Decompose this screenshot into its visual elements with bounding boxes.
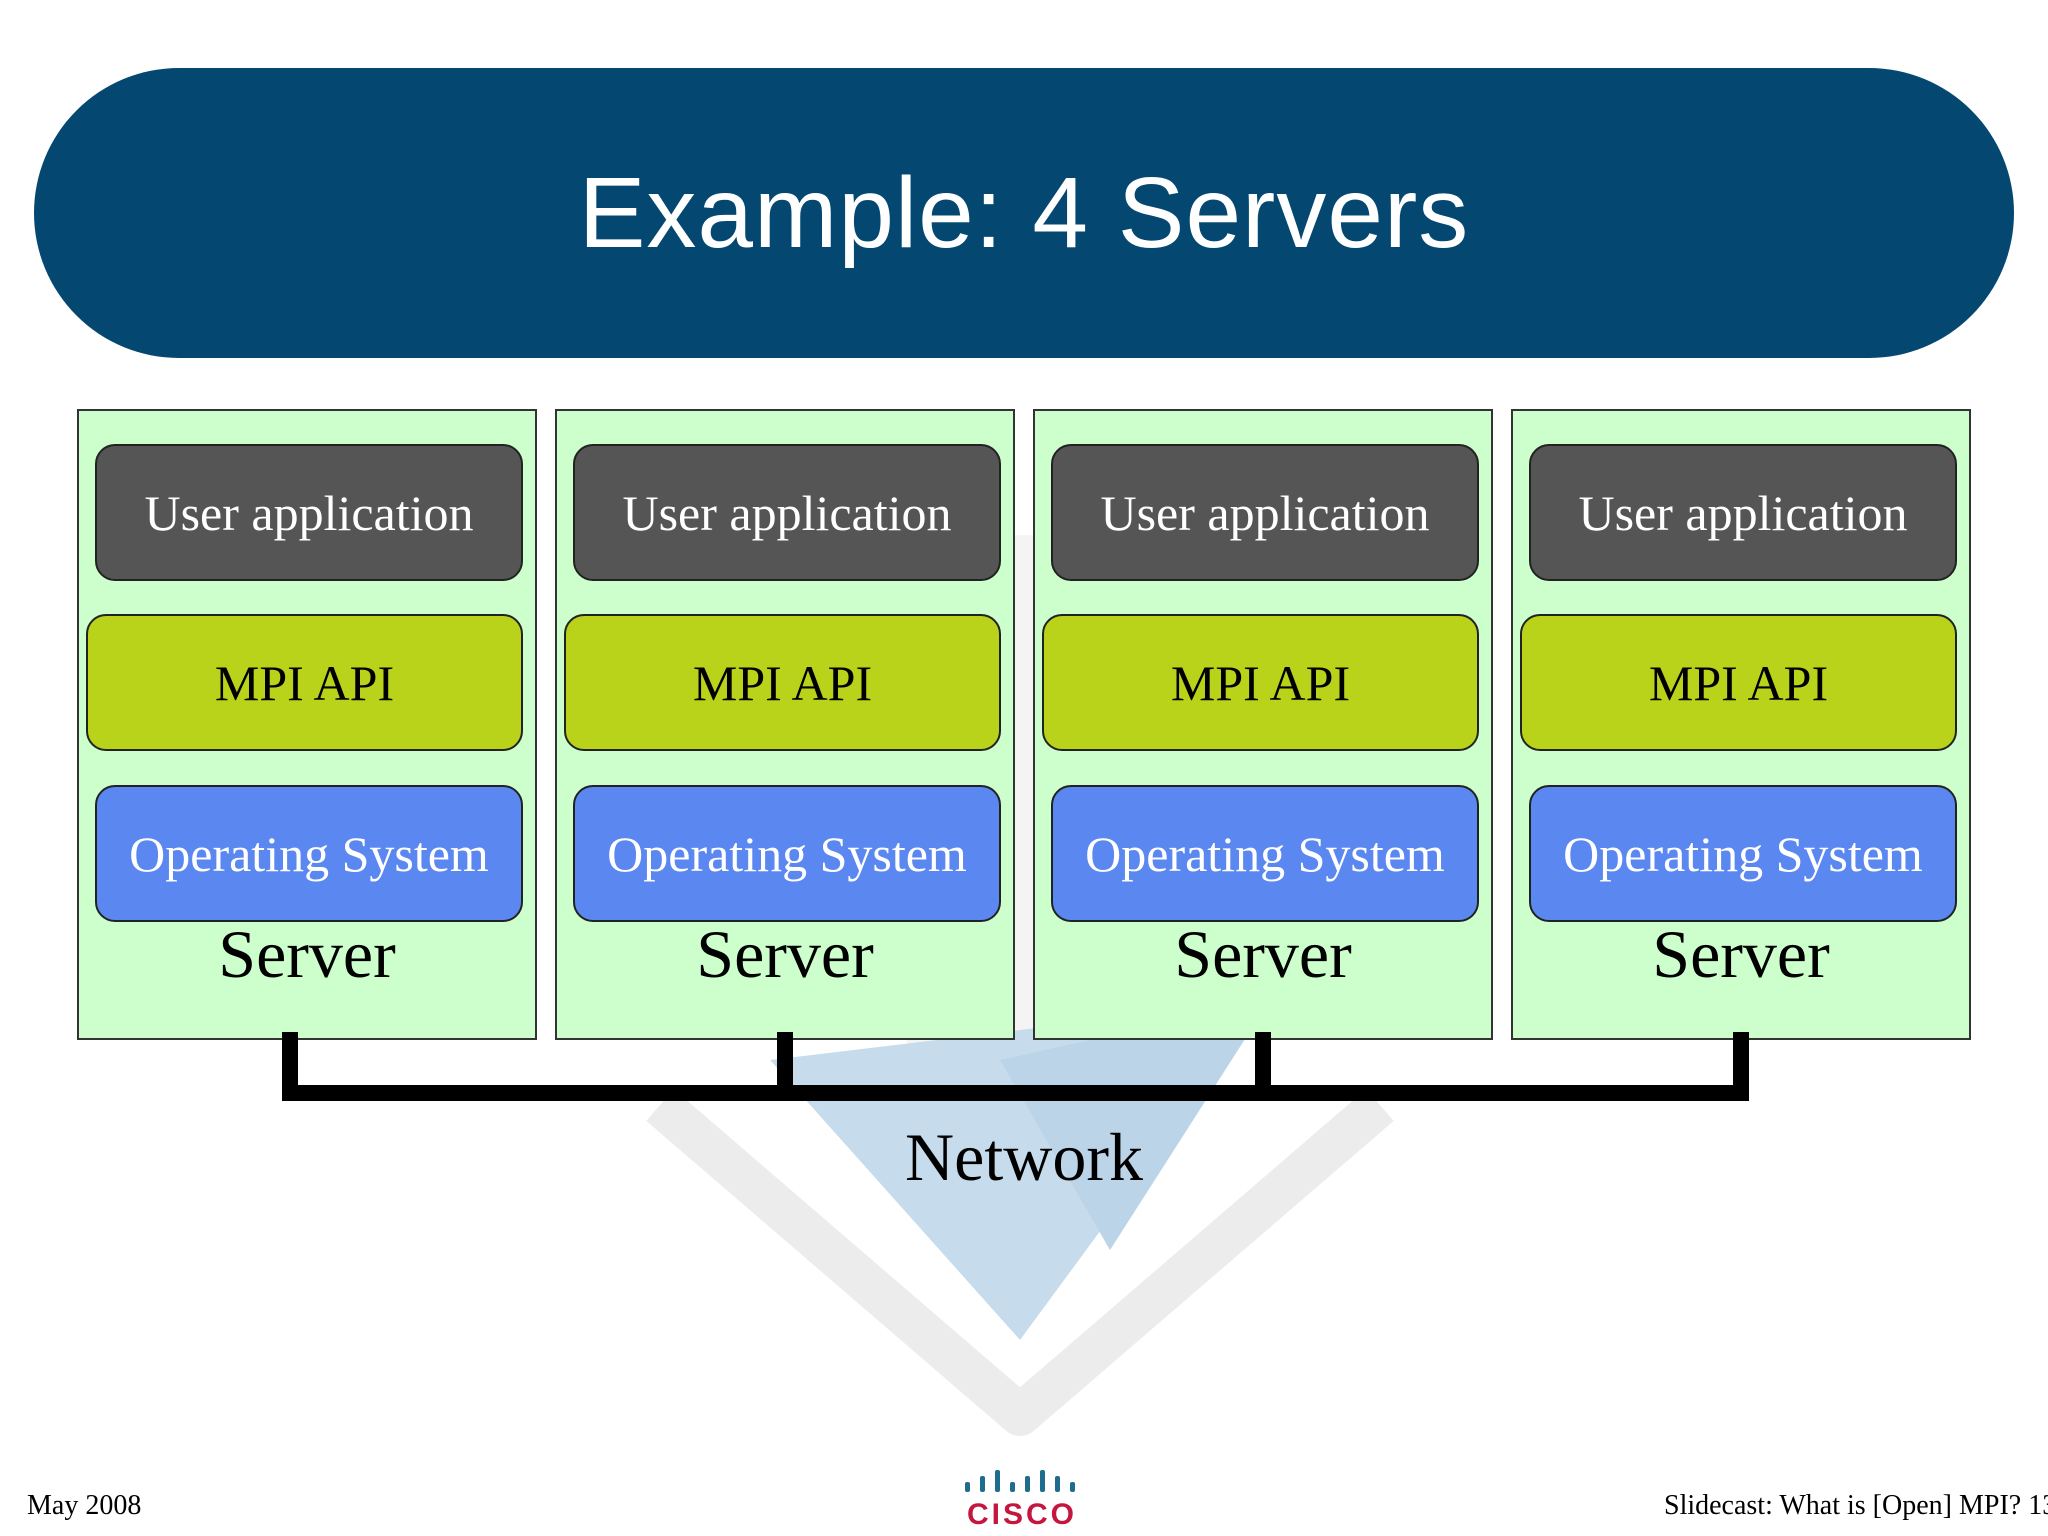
server-label: Server <box>218 916 396 992</box>
cisco-logo: CISCO <box>960 1468 1084 1532</box>
title-banner: Example: 4 Servers <box>34 68 2014 358</box>
server-box-4: User application MPI API Operating Syste… <box>1511 409 1971 1040</box>
server-label: Server <box>1174 916 1352 992</box>
user-application-layer: User application <box>95 444 523 581</box>
mpi-api-layer: MPI API <box>1042 614 1479 751</box>
mpi-api-layer: MPI API <box>1520 614 1957 751</box>
server-box-3: User application MPI API Operating Syste… <box>1033 409 1493 1040</box>
operating-system-layer: Operating System <box>1529 785 1957 922</box>
cisco-logo-text: CISCO <box>966 1498 1077 1531</box>
user-application-layer: User application <box>573 444 1001 581</box>
user-application-layer: User application <box>1529 444 1957 581</box>
server-label: Server <box>696 916 874 992</box>
mpi-api-layer: MPI API <box>564 614 1001 751</box>
operating-system-layer: Operating System <box>95 785 523 922</box>
network-label: Network <box>905 1119 1143 1195</box>
footer-date: May 2008 <box>27 1490 142 1521</box>
mpi-api-layer: MPI API <box>86 614 523 751</box>
cisco-bars-icon <box>965 1470 1075 1492</box>
operating-system-layer: Operating System <box>1051 785 1479 922</box>
user-application-layer: User application <box>1051 444 1479 581</box>
server-box-1: User application MPI API Operating Syste… <box>77 409 537 1040</box>
operating-system-layer: Operating System <box>573 785 1001 922</box>
page-title: Example: 4 Servers <box>578 156 1470 269</box>
server-label: Server <box>1652 916 1830 992</box>
server-box-2: User application MPI API Operating Syste… <box>555 409 1015 1040</box>
footer-slide-info: Slidecast: What is [Open] MPI? 13 <box>1664 1490 2048 1521</box>
